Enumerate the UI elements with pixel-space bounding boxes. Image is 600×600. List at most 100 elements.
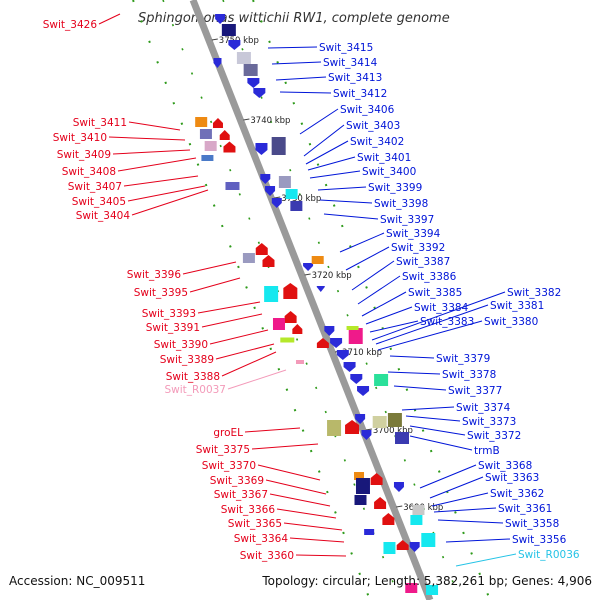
gene-label-right[interactable]: trmB bbox=[474, 445, 500, 457]
leader-line bbox=[251, 443, 319, 450]
leader-line bbox=[257, 464, 321, 481]
gene-label-right[interactable]: Swit_3358 bbox=[505, 518, 559, 530]
gene-label-left[interactable]: Swit_3408 bbox=[62, 166, 116, 178]
genome-title: Sphingomonas wittichii RW1, complete gen… bbox=[138, 11, 450, 26]
gene-label-right[interactable]: Swit_3385 bbox=[408, 287, 462, 299]
gene-label-left[interactable]: Swit_3405 bbox=[72, 196, 126, 208]
gene-label-left[interactable]: Swit_3360 bbox=[240, 550, 294, 562]
gene-label-left[interactable]: Swit_3395 bbox=[134, 287, 188, 299]
gene-label-right[interactable]: Swit_3362 bbox=[490, 488, 544, 500]
gene-label-right[interactable]: Swit_3394 bbox=[386, 228, 441, 240]
gene-label-right[interactable]: Swit_3403 bbox=[346, 120, 400, 132]
gene-label-left[interactable]: Swit_3411 bbox=[73, 117, 127, 129]
gene-label-right[interactable]: Swit_3387 bbox=[396, 256, 450, 268]
gene-label-left[interactable]: Swit_3390 bbox=[154, 339, 208, 351]
gene-label-left[interactable]: Swit_3369 bbox=[210, 475, 264, 487]
gene-labels[interactable]: Swit_3426Swit_3411Swit_3410Swit_3409Swit… bbox=[43, 19, 580, 562]
gene-feature bbox=[374, 497, 387, 509]
gene-label-right[interactable]: Swit_3412 bbox=[333, 88, 387, 100]
gene-feature bbox=[348, 328, 363, 344]
leader-line bbox=[431, 492, 489, 507]
gene-label-right[interactable]: Swit_3361 bbox=[498, 503, 552, 515]
gene-label-left[interactable]: Swit_3409 bbox=[57, 149, 111, 161]
gene-feature bbox=[271, 198, 282, 208]
gene-label-right[interactable]: Swit_3414 bbox=[323, 57, 378, 69]
leader-line bbox=[265, 479, 327, 495]
gene-feature bbox=[225, 182, 240, 190]
gene-label-right[interactable]: Swit_3384 bbox=[414, 302, 469, 314]
leader-line bbox=[361, 291, 407, 317]
gene-label-right[interactable]: Swit_3372 bbox=[467, 430, 521, 442]
gene-label-left[interactable]: Swit_3391 bbox=[146, 322, 200, 334]
leader-line bbox=[221, 351, 277, 377]
gene-label-right[interactable]: Swit_3378 bbox=[442, 369, 496, 381]
gene-label-right[interactable]: Swit_3398 bbox=[374, 198, 428, 210]
gene-feature bbox=[364, 529, 375, 535]
kbp-label: 3720 kbp bbox=[312, 271, 352, 281]
gene-label-right[interactable]: Swit_3413 bbox=[328, 72, 382, 84]
gene-feature bbox=[247, 78, 260, 88]
gene-label-left[interactable]: Swit_3370 bbox=[202, 460, 256, 472]
gene-label-right[interactable]: Swit_3363 bbox=[485, 472, 539, 484]
gene-label-right[interactable]: Swit_3381 bbox=[490, 300, 544, 312]
gene-label-right[interactable]: Swit_3382 bbox=[507, 287, 561, 299]
gene-label-right[interactable]: Swit_3397 bbox=[380, 214, 434, 226]
gene-label-right[interactable]: Swit_3415 bbox=[319, 42, 373, 54]
gene-feature bbox=[336, 350, 349, 360]
gene-label-right[interactable]: Swit_3379 bbox=[436, 353, 490, 365]
gene-feature bbox=[316, 286, 325, 292]
gene-label-right[interactable]: Swit_3377 bbox=[448, 385, 502, 397]
gene-label-right[interactable]: Swit_3402 bbox=[350, 136, 404, 148]
gene-label-left[interactable]: Swit_3367 bbox=[214, 489, 268, 501]
gene-label-right[interactable]: Swit_3399 bbox=[368, 182, 422, 194]
gene-label-left[interactable]: Swit_3365 bbox=[228, 518, 282, 530]
gene-feature bbox=[280, 337, 295, 343]
gene-feature bbox=[264, 286, 279, 302]
gene-label-right[interactable]: Swit_3383 bbox=[420, 316, 474, 328]
gene-label-left[interactable]: Swit_3375 bbox=[196, 444, 250, 456]
gene-label-right[interactable]: Swit_3368 bbox=[478, 460, 532, 472]
gene-feature bbox=[382, 513, 395, 525]
leader-line bbox=[131, 189, 209, 216]
gene-feature bbox=[285, 189, 298, 199]
gene-label-left[interactable]: Swit_3388 bbox=[166, 371, 220, 383]
gene-label-right[interactable]: Swit_R0036 bbox=[518, 549, 580, 561]
gene-label-left[interactable]: Swit_3410 bbox=[53, 132, 107, 144]
gene-label-right[interactable]: Swit_3380 bbox=[484, 316, 538, 328]
gene-feature bbox=[265, 186, 276, 196]
gene-label-left[interactable]: Swit_3366 bbox=[221, 504, 276, 516]
gene-feature bbox=[327, 420, 342, 436]
gene-feature bbox=[324, 326, 335, 336]
kbp-tick bbox=[396, 505, 403, 508]
leader-line bbox=[339, 232, 385, 253]
gene-feature bbox=[195, 117, 208, 127]
gene-feature bbox=[354, 472, 365, 480]
gene-label-left[interactable]: Swit_3404 bbox=[76, 210, 131, 222]
leader-line bbox=[182, 261, 237, 275]
gene-feature bbox=[354, 495, 367, 505]
gene-label-right[interactable]: Swit_3374 bbox=[456, 402, 511, 414]
gene-feature bbox=[355, 414, 366, 424]
gene-label-right[interactable]: Swit_3401 bbox=[357, 152, 411, 164]
gene-label-left[interactable]: Swit_3407 bbox=[68, 181, 122, 193]
gene-label-left[interactable]: groEL bbox=[213, 427, 243, 439]
leader-line bbox=[371, 291, 506, 341]
leader-line bbox=[209, 329, 269, 345]
gene-label-left[interactable]: Swit_3393 bbox=[142, 308, 196, 320]
gene-label-left[interactable]: Swit_3364 bbox=[234, 533, 289, 545]
gene-label-left[interactable]: Swit_3396 bbox=[127, 269, 182, 281]
gene-label-right[interactable]: Swit_3373 bbox=[462, 416, 516, 428]
gene-label-right[interactable]: Swit_3406 bbox=[340, 104, 395, 116]
leader-line bbox=[455, 553, 517, 567]
gene-label-left[interactable]: Swit_3389 bbox=[160, 354, 214, 366]
gene-label-right[interactable]: Swit_3356 bbox=[512, 534, 567, 546]
gene-label-left[interactable]: Swit_3426 bbox=[43, 19, 98, 31]
gene-label-right[interactable]: Swit_3386 bbox=[402, 271, 457, 283]
gene-feature bbox=[372, 416, 387, 428]
gene-feature bbox=[393, 482, 404, 492]
leader-line bbox=[197, 301, 261, 314]
gene-label-right[interactable]: Swit_3400 bbox=[362, 166, 416, 178]
gene-label-right[interactable]: Swit_3392 bbox=[391, 242, 445, 254]
leader-line bbox=[389, 355, 435, 359]
gene-label-left[interactable]: Swit_R0037 bbox=[164, 384, 226, 396]
